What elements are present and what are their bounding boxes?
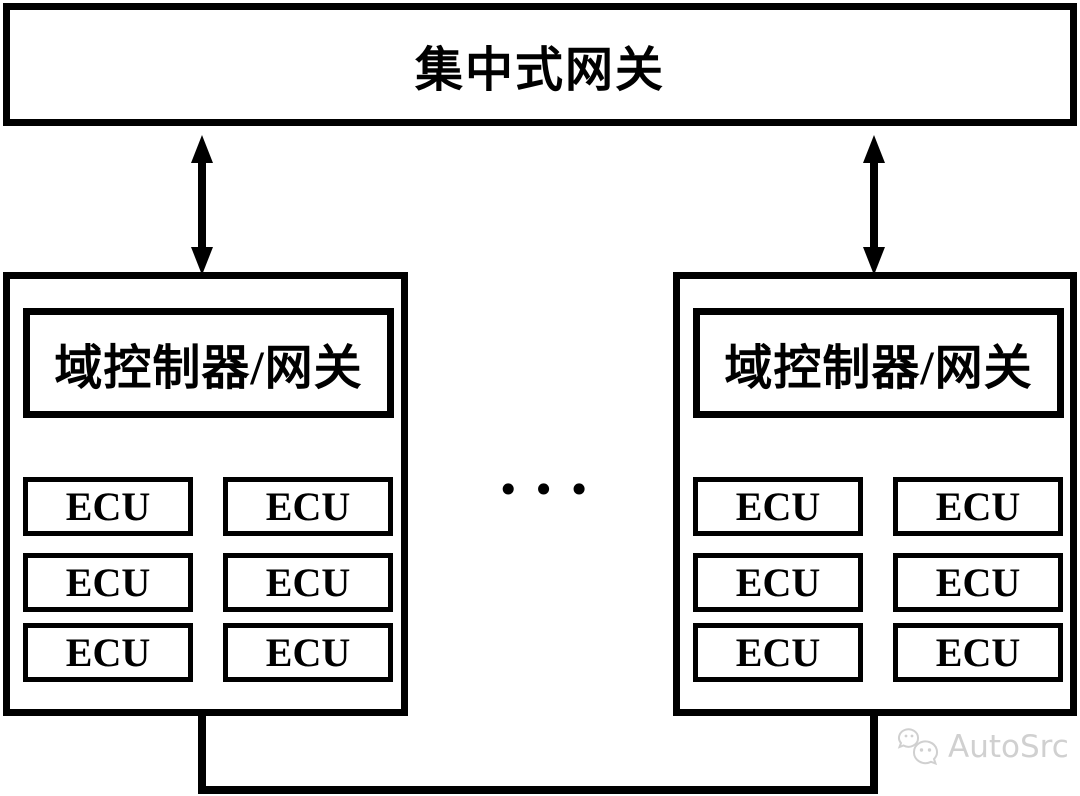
bus-line-left bbox=[198, 710, 206, 794]
bus-line-bottom bbox=[198, 786, 878, 794]
bus-line-right bbox=[870, 710, 878, 794]
central-gateway-label: 集中式网关 bbox=[414, 43, 665, 97]
central-gateway-box: 集中式网关 bbox=[3, 3, 1077, 126]
bidirectional-arrow-left-icon bbox=[191, 135, 213, 275]
ecu-box: ECU bbox=[223, 623, 393, 682]
domain-controller-box-left: 域控制器/网关 bbox=[23, 308, 394, 418]
ecu-label: ECU bbox=[265, 484, 351, 529]
ellipsis-dots: ••• bbox=[497, 468, 604, 512]
ecu-box: ECU bbox=[23, 553, 193, 612]
domain-box-right: 域控制器/网关 ECU ECU ECU ECU ECU ECU bbox=[673, 272, 1077, 716]
ecu-label: ECU bbox=[935, 560, 1021, 605]
ecu-label: ECU bbox=[735, 630, 821, 675]
ecu-box: ECU bbox=[693, 553, 863, 612]
ecu-label: ECU bbox=[65, 630, 151, 675]
ecu-label: ECU bbox=[735, 484, 821, 529]
domain-controller-label: 域控制器/网关 bbox=[724, 342, 1033, 395]
domain-controller-label: 域控制器/网关 bbox=[54, 342, 363, 395]
ecu-box: ECU bbox=[693, 477, 863, 536]
ecu-box: ECU bbox=[893, 477, 1063, 536]
domain-box-left: 域控制器/网关 ECU ECU ECU ECU ECU ECU bbox=[3, 272, 408, 716]
watermark: AutoSrc bbox=[897, 726, 1069, 768]
ecu-label: ECU bbox=[935, 630, 1021, 675]
ecu-box: ECU bbox=[223, 477, 393, 536]
ecu-box: ECU bbox=[893, 623, 1063, 682]
ecu-label: ECU bbox=[265, 630, 351, 675]
ecu-box: ECU bbox=[223, 553, 393, 612]
ecu-box: ECU bbox=[23, 623, 193, 682]
domain-controller-box-right: 域控制器/网关 bbox=[693, 308, 1064, 418]
ecu-label: ECU bbox=[65, 484, 151, 529]
bidirectional-arrow-right-icon bbox=[863, 135, 885, 275]
ecu-label: ECU bbox=[65, 560, 151, 605]
ecu-box: ECU bbox=[893, 553, 1063, 612]
ecu-label: ECU bbox=[935, 484, 1021, 529]
ecu-box: ECU bbox=[23, 477, 193, 536]
ecu-label: ECU bbox=[265, 560, 351, 605]
ecu-label: ECU bbox=[735, 560, 821, 605]
watermark-brand: AutoSrc bbox=[948, 729, 1069, 765]
ecu-box: ECU bbox=[693, 623, 863, 682]
wechat-logo-icon bbox=[897, 728, 938, 766]
